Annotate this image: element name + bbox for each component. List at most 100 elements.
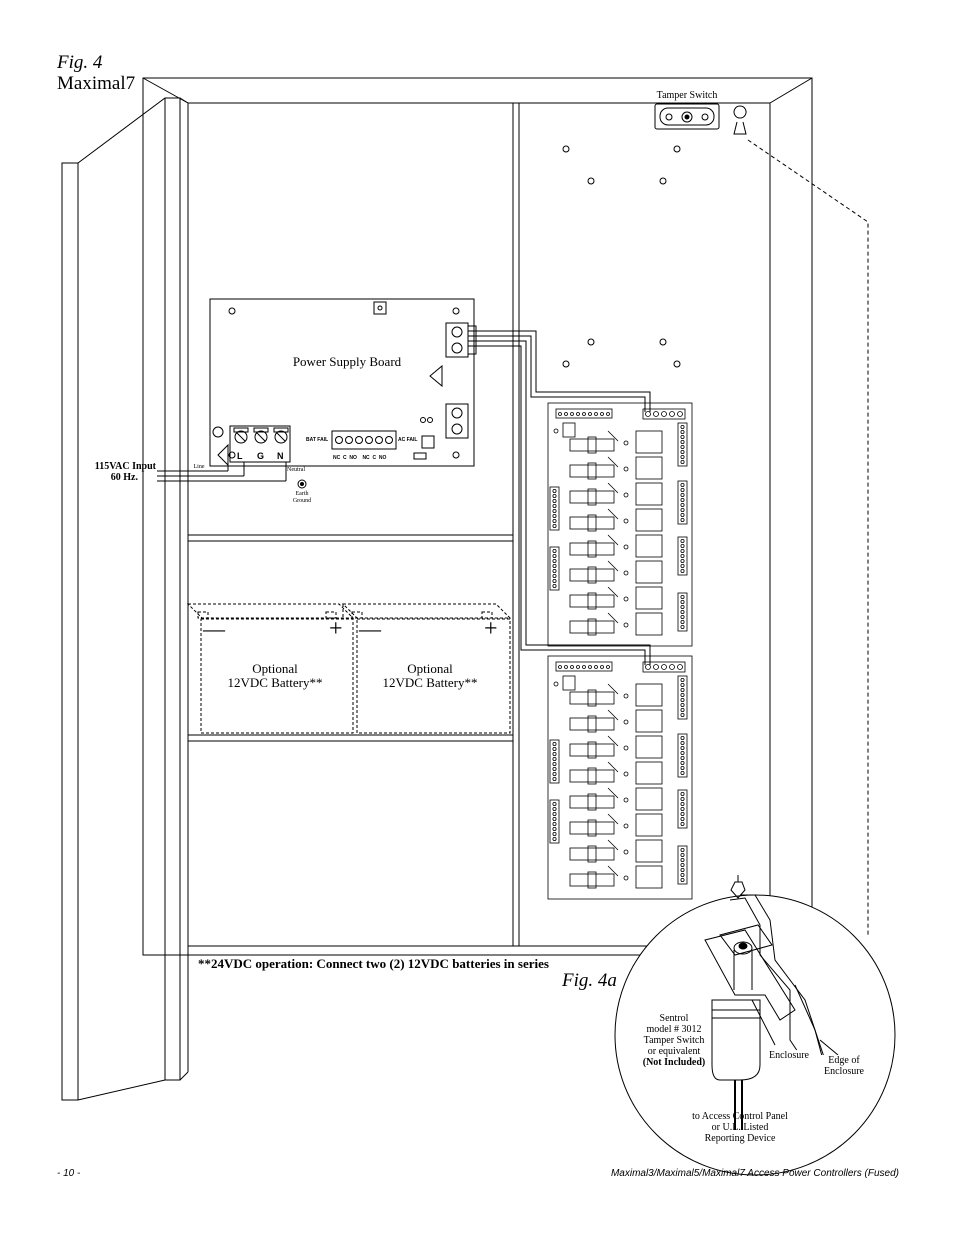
acm-board-1 — [547, 402, 693, 647]
terminal-screw — [576, 665, 580, 669]
terminal-screw — [680, 822, 685, 827]
diode — [607, 683, 619, 695]
terminal-screw — [680, 434, 685, 439]
relay — [635, 735, 663, 759]
terminal-screw — [600, 665, 604, 669]
terminal-screw — [680, 878, 685, 883]
terminal-screw — [552, 747, 557, 752]
edge-label-2: Enclosure — [818, 1066, 870, 1077]
terminal-screw — [645, 664, 651, 670]
terminal-screw — [680, 518, 685, 523]
fuse-holder — [569, 691, 615, 705]
relay — [635, 560, 663, 584]
output-terminal-block — [549, 486, 560, 531]
terminal-screw — [680, 693, 685, 698]
fuse — [587, 741, 597, 759]
fuse — [587, 488, 597, 506]
battery-1-minus: — — [203, 616, 225, 641]
status-led — [623, 823, 629, 829]
relay — [635, 761, 663, 785]
terminal-screw — [645, 411, 651, 417]
sentrol-label-2: model # 3012 — [646, 1024, 702, 1035]
relay — [635, 586, 663, 610]
terminal-screw — [680, 746, 685, 751]
terminal-screw — [552, 564, 557, 569]
terminal-screw — [680, 459, 685, 464]
inset-title: Fig. 4a — [562, 970, 617, 991]
terminal-screw — [680, 817, 685, 822]
terminal-screw — [552, 807, 557, 812]
fuse-holder — [569, 594, 615, 608]
relay — [635, 813, 663, 837]
terminal-screw — [680, 853, 685, 858]
access-label-2: or U.L. Listed — [711, 1122, 769, 1133]
terminal-screw — [680, 449, 685, 454]
terminal-screw — [594, 665, 598, 669]
fuse — [587, 462, 597, 480]
input-frequency: 60 Hz. — [110, 472, 138, 483]
terminal-screw — [680, 698, 685, 703]
status-led — [623, 466, 629, 472]
edge-label-1: Edge of — [818, 1055, 870, 1066]
battery-1-label-1: Optional — [252, 661, 298, 676]
diode — [607, 865, 619, 877]
access-label-3: Reporting Device — [704, 1133, 776, 1144]
battery-1-plus: + — [329, 616, 343, 642]
output-terminal-block — [677, 845, 688, 885]
battery-2 — [341, 603, 512, 734]
terminal-screw — [582, 665, 586, 669]
output-terminal-block — [677, 480, 688, 525]
terminal-screw — [680, 497, 685, 502]
tamper-switch-label: Tamper Switch — [656, 90, 718, 101]
terminal-screw — [558, 412, 562, 416]
sentrol-label-1: Sentrol — [659, 1013, 689, 1024]
terminal-screw — [552, 767, 557, 772]
terminal-screw — [552, 579, 557, 584]
terminal-screw — [680, 858, 685, 863]
terminal-screw — [680, 439, 685, 444]
terminal-screw — [606, 665, 610, 669]
relay-terminals-label: NC C NO NC C NO — [333, 455, 387, 461]
fuse-holder — [569, 568, 615, 582]
mount-hole — [553, 681, 559, 687]
status-led — [623, 797, 629, 803]
terminal-screw — [606, 412, 610, 416]
terminal-screw — [680, 678, 685, 683]
terminal-screw — [680, 703, 685, 708]
output-terminal-block — [677, 733, 688, 778]
terminal-screw — [570, 412, 574, 416]
terminal-g: G — [257, 451, 265, 461]
access-label-1: to Access Control Panel — [692, 1111, 788, 1122]
terminal-screw — [680, 454, 685, 459]
enclosure-outline — [142, 77, 813, 956]
terminal-screw — [552, 524, 557, 529]
tamper-switch — [654, 103, 720, 130]
terminal-screw — [680, 595, 685, 600]
terminal-screw — [552, 812, 557, 817]
relay — [635, 865, 663, 889]
document-title: Maximal3/Maximal5/Maximal7 Access Power … — [610, 1168, 899, 1179]
enclosure-interior — [187, 102, 771, 947]
line-label: Line — [193, 464, 205, 470]
sentrol-label-3: Tamper Switch — [643, 1035, 705, 1046]
status-led — [623, 771, 629, 777]
terminal-screw — [552, 574, 557, 579]
fuse-holder — [569, 542, 615, 556]
terminal-screw — [600, 412, 604, 416]
terminal-screw — [680, 736, 685, 741]
fuse-holder — [569, 795, 615, 809]
terminal-screw — [552, 822, 557, 827]
inset-detail — [614, 875, 896, 1176]
terminal-screw — [680, 761, 685, 766]
fuse — [587, 514, 597, 532]
figure-title: Fig. 4 — [57, 52, 103, 73]
battery-2-label-1: Optional — [407, 661, 453, 676]
fuse-holder — [569, 516, 615, 530]
sentrol-label-5: (Not Included) — [642, 1057, 706, 1068]
status-led — [623, 570, 629, 576]
terminal-screw — [582, 412, 586, 416]
acm-input-terminals — [555, 661, 613, 672]
acm-input-terminals — [555, 408, 613, 419]
terminal-screw — [680, 620, 685, 625]
